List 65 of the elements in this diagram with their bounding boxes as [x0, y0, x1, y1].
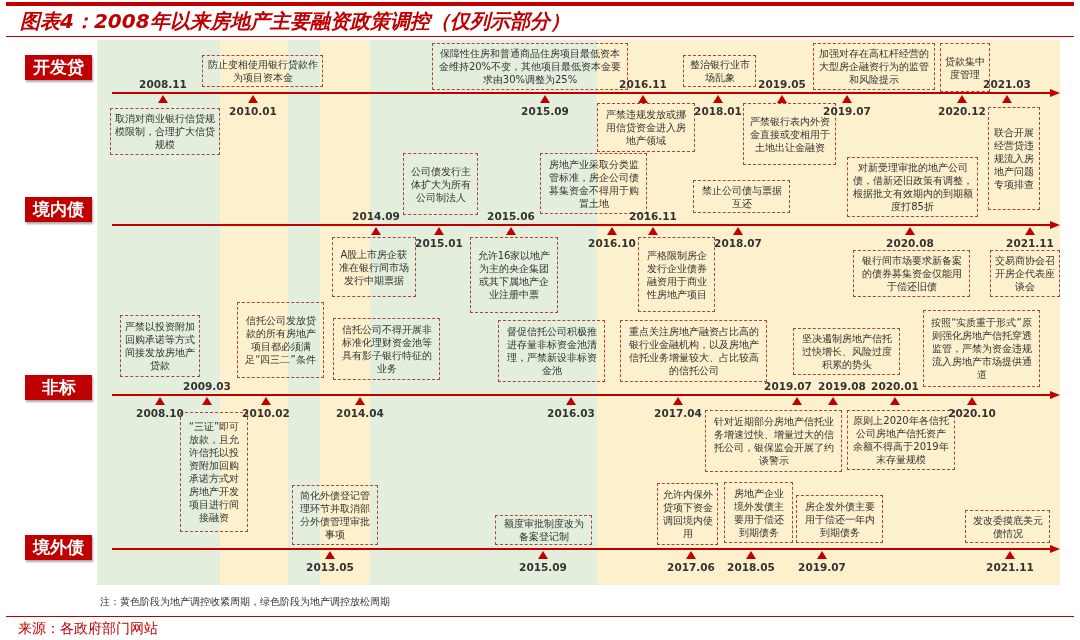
policy-note-box: 严禁以投资附加回购承诺等方式间接发放房地产贷款 — [120, 315, 200, 377]
date-label: 2014.04 — [336, 407, 384, 419]
row-label: 境外债 — [25, 535, 92, 560]
date-label: 2013.05 — [306, 561, 354, 573]
date-label: 2018.01 — [694, 105, 742, 117]
date-label: 2019.08 — [818, 380, 866, 392]
policy-note-box: 房地产企业境外发债主要用于偿还到期债务 — [724, 482, 793, 543]
date-label: 2019.07 — [798, 561, 846, 573]
date-label: 2019.05 — [758, 78, 806, 90]
policy-note-box: 严格限制房企发行企业债券融资用于商业性房地产项目 — [638, 237, 715, 312]
policy-note-box: 针对近期部分房地产信托业务增速过快、增量过大的信托公司，银保监会开展了约谈警示 — [705, 410, 842, 472]
policy-note-box: 防止变相使用银行贷款作为项目资本金 — [202, 55, 323, 87]
policy-note-box: 允许16家以地产为主的央企集团或其下属地产企业注册中票 — [470, 237, 558, 313]
policy-note-box: A股上市房企获准在银行间市场发行中期票据 — [332, 237, 416, 297]
date-label: 2021.11 — [986, 561, 1034, 573]
date-label: 2016.03 — [547, 407, 595, 419]
policy-note-box: 加强对存在高杠杆经营的大型房企融资行为的监管和风险提示 — [813, 43, 935, 90]
date-label: 2009.03 — [183, 380, 231, 392]
policy-note-box: 信托公司不得开展非标准化理财资金池等具有影子银行特征的业务 — [333, 318, 440, 380]
date-label: 2021.11 — [1006, 237, 1054, 249]
policy-note-box: 整治银行业市场乱象 — [683, 55, 756, 87]
date-label: 2008.11 — [139, 78, 187, 90]
date-label: 2010.01 — [229, 105, 277, 117]
date-label: 2019.07 — [764, 380, 812, 392]
policy-note-box: 额度审批制度改为备案登记制 — [495, 515, 592, 545]
policy-note-box: 取消对商业银行信贷规模限制，合理扩大信贷规模 — [110, 108, 220, 155]
row-label: 开发贷 — [25, 55, 92, 80]
policy-note-box: 禁止公司债与票据互还 — [693, 180, 790, 213]
date-label: 2019.07 — [823, 105, 871, 117]
date-label: 2015.01 — [415, 237, 463, 249]
date-label: 2021.03 — [983, 78, 1031, 90]
source-note: 来源：各政府部门网站 — [18, 620, 158, 638]
policy-note-box: 公司债发行主体扩大为所有公司制法人 — [403, 153, 478, 215]
date-label: 2016.10 — [588, 237, 636, 249]
date-label: 2015.06 — [487, 210, 535, 222]
date-label: 2017.06 — [667, 561, 715, 573]
date-label: 2020.01 — [871, 380, 919, 392]
policy-note-box: 坚决遏制房地产信托过快增长、风险过度积累的势头 — [793, 328, 900, 375]
date-label: 2018.05 — [727, 561, 775, 573]
policy-note-box: 允许内保外贷项下资金调回境内使用 — [657, 483, 718, 545]
footnote: 注：黄色阶段为地产调控收紧周期，绿色阶段为地产调控放松周期 — [100, 595, 390, 609]
policy-note-box: 对新受理审批的地产公司债，借新还旧政策有调整，根据批文有效期内的到期额度打85折 — [847, 157, 978, 217]
policy-note-box: 严禁违规发放或挪用信贷资金进入房地产领域 — [597, 103, 695, 152]
policy-note-box: 交易商协会召开房企代表座谈会 — [990, 250, 1060, 297]
policy-note-box: 发改委摸底美元债情况 — [965, 510, 1050, 543]
policy-note-box: 房企发外债主要用于偿还一年内到期债务 — [796, 495, 883, 543]
policy-note-box: 银行间市场要求新备案的债券募集资金仅能用于偿还旧债 — [853, 250, 970, 297]
date-label: 2018.07 — [714, 237, 762, 249]
chart-title: 图表4：2008年以来房地产主要融资政策调控（仅列示部分） — [20, 8, 570, 34]
policy-note-box: 督促信托公司积极推进存量非标资金池清理，严禁新设非标资金池 — [498, 320, 605, 382]
row-label: 非标 — [25, 375, 92, 400]
date-label: 2020.12 — [938, 105, 986, 117]
policy-note-box: 信托公司发放贷款的所有房地产项目都必须满足“四三二”条件 — [237, 302, 324, 378]
date-label: 2016.11 — [619, 78, 667, 90]
policy-note-box: 联合开展经营贷违规流入房地产问题专项排查 — [988, 107, 1040, 210]
date-label: 2015.09 — [519, 561, 567, 573]
policy-note-box: 重点关注房地产融资占比高的银行业金融机构，以及房地产信托业务增量较大、占比较高的信托公司 — [620, 320, 767, 382]
policy-note-box: 简化外债登记管理环节并取消部分外债管理审批事项 — [292, 485, 378, 545]
date-label: 2015.09 — [521, 105, 569, 117]
policy-note-box: 按照“实质重于形式”原则强化房地产信托穿透监管，严禁为资金违规流入房地产市场提供通道 — [923, 310, 1040, 387]
date-label: 2020.10 — [948, 407, 996, 419]
date-label: 2017.04 — [654, 407, 702, 419]
date-label: 2014.09 — [352, 210, 400, 222]
row-label: 境内债 — [25, 197, 92, 222]
date-label: 2020.08 — [886, 237, 934, 249]
